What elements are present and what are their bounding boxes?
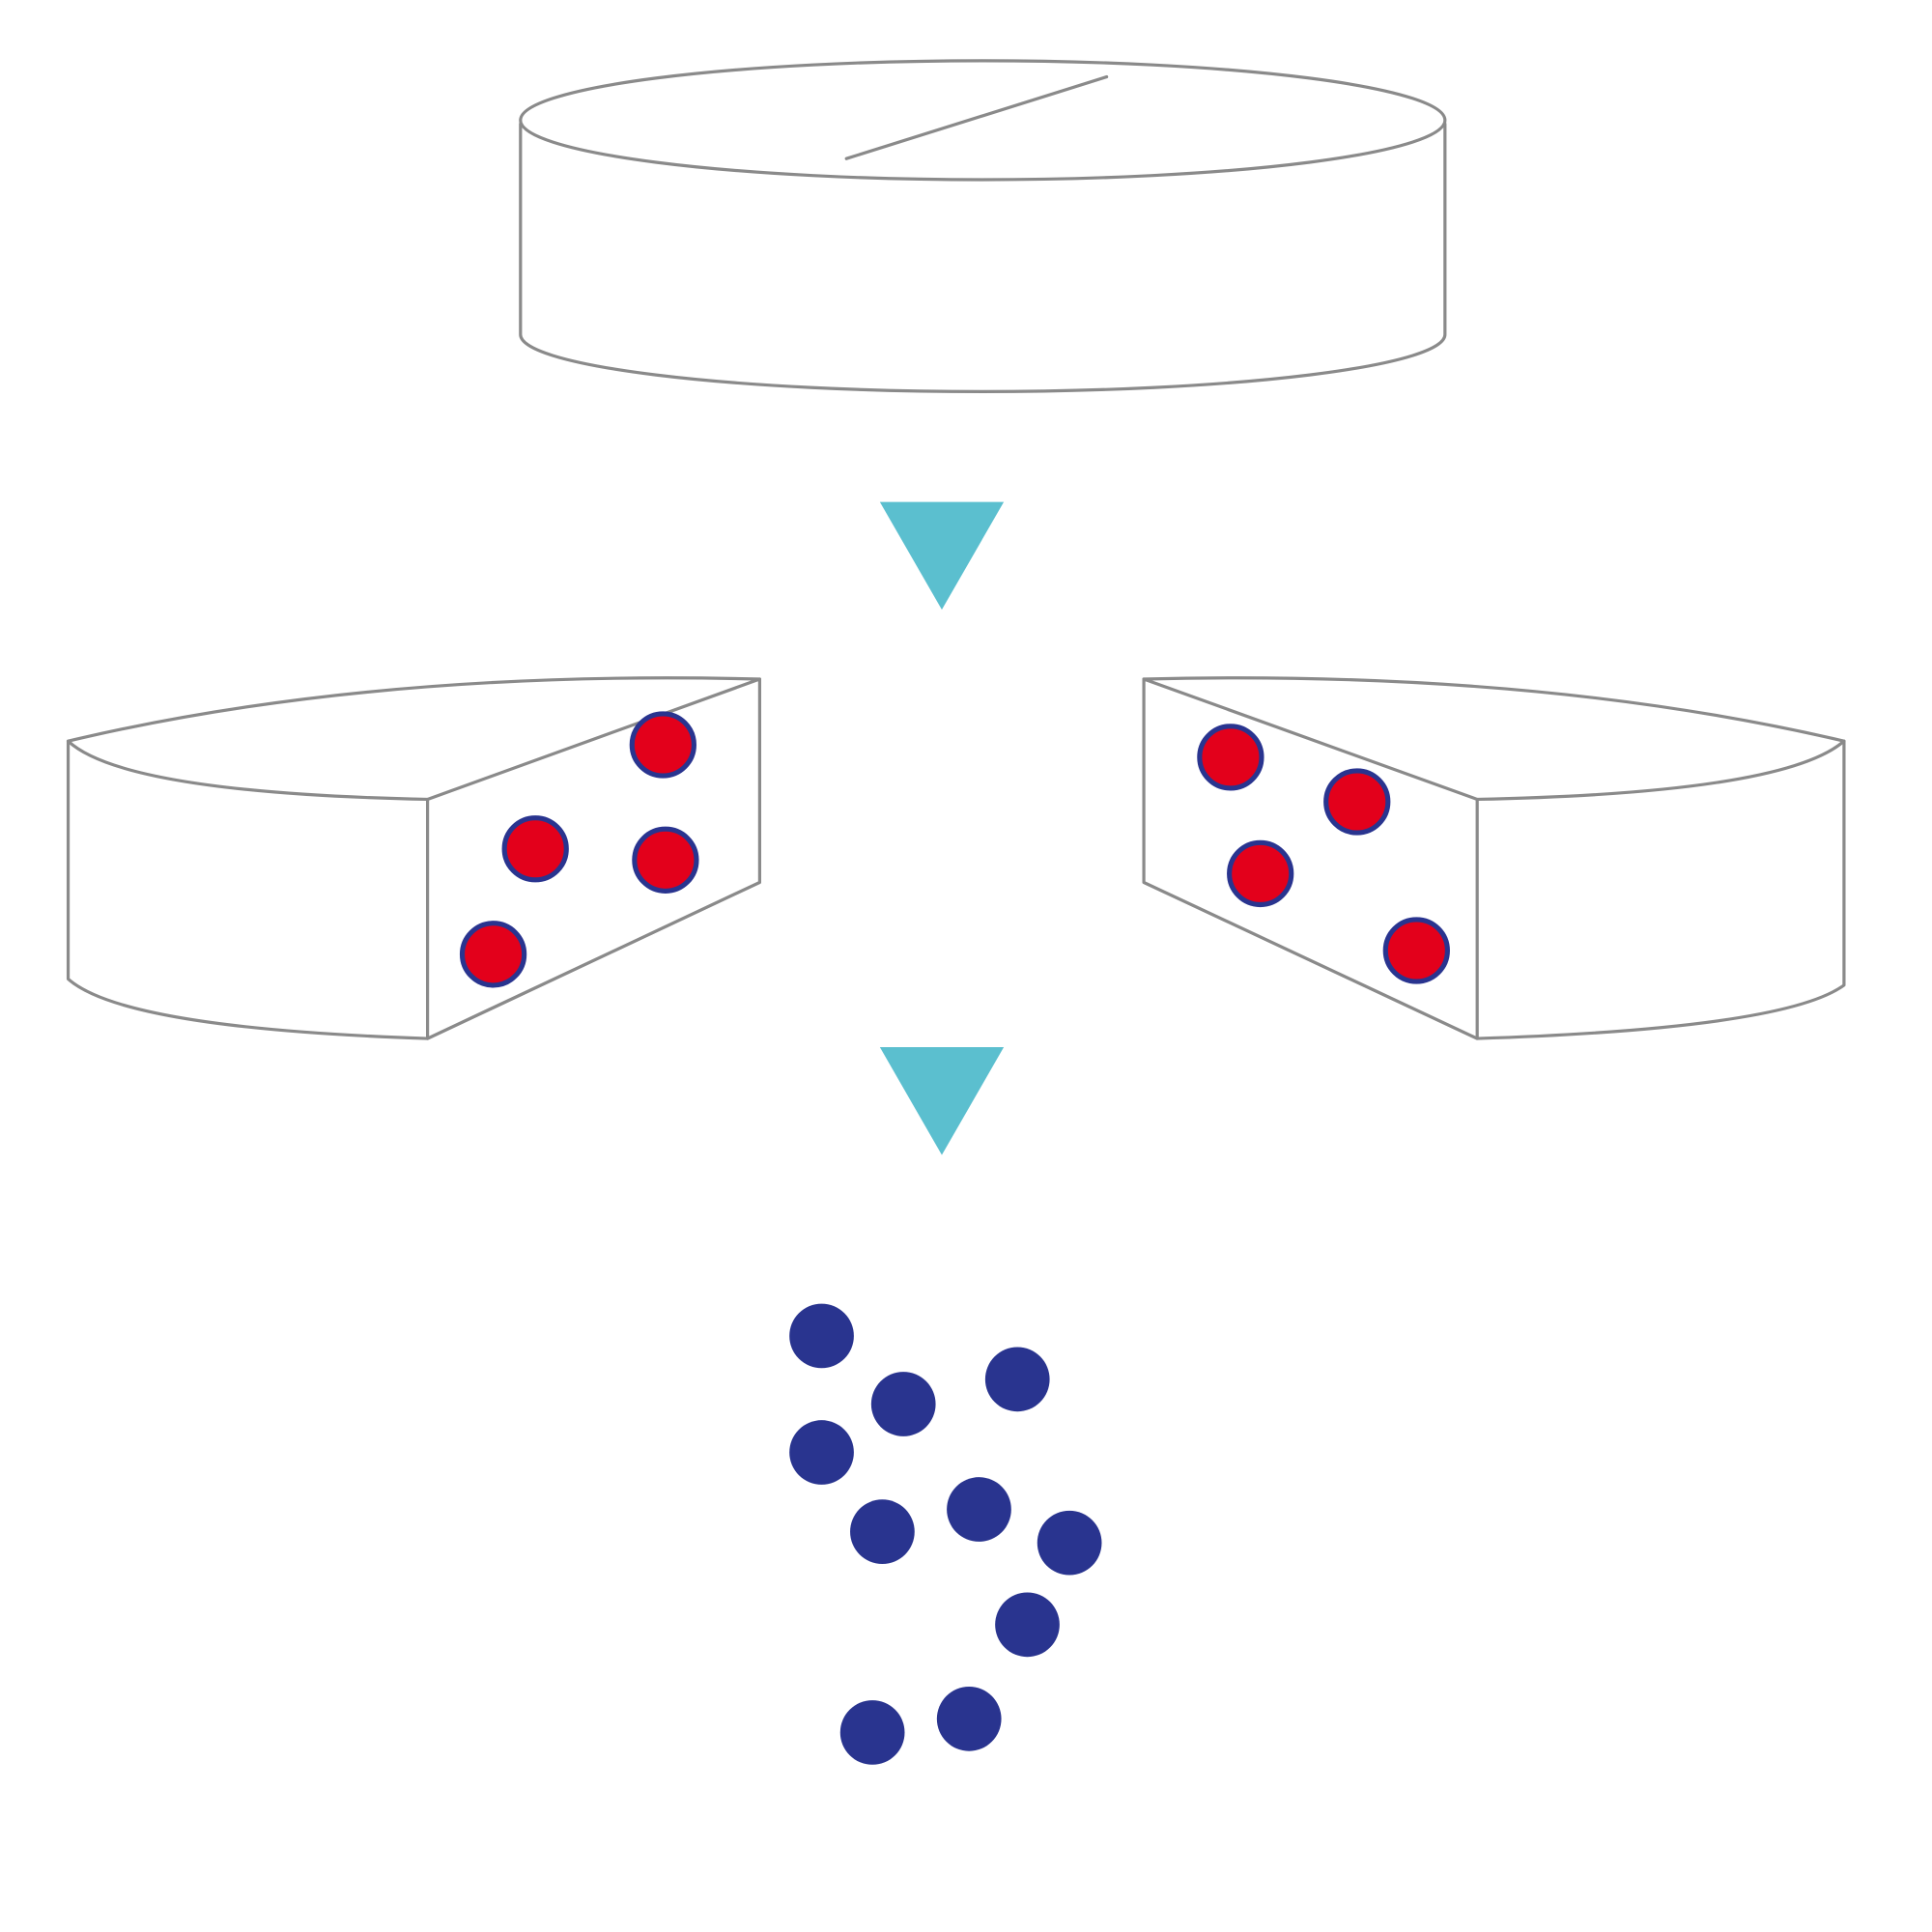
left-wedge-top-edge [66,739,430,802]
marked-dot [1197,724,1264,791]
left-wedge-dots [459,711,699,988]
particle-dot [789,1420,854,1485]
marked-dot [1382,917,1450,984]
marked-dot [1323,768,1391,836]
left-wedge-icon [66,676,762,1040]
right-wedge-dots [1197,724,1450,984]
particle-dot [1037,1510,1102,1576]
down-arrow-icon [879,1047,1005,1155]
marked-dot [459,921,527,988]
wheel-top [519,59,1447,182]
down-arrow-icon [879,501,1005,611]
particle-dot [789,1303,854,1369]
particle-dot [850,1499,915,1564]
marked-dot [1227,839,1294,908]
particle-dot [839,1700,905,1765]
marked-dot [629,711,696,779]
right-wedge-top-edge [1475,739,1846,802]
particle-dot [984,1347,1050,1412]
wheel-icon [519,59,1447,393]
particle-dot [936,1686,1002,1751]
particle-dot [947,1477,1011,1542]
particle-dot [870,1372,936,1436]
marked-dot [501,815,569,883]
wheel-side [519,122,1447,393]
particle-dot [995,1592,1060,1658]
right-wedge-icon [1142,676,1846,1040]
particles-icon [789,1303,1102,1765]
wheel-cut-line [844,74,1109,160]
marked-dot [632,826,699,894]
